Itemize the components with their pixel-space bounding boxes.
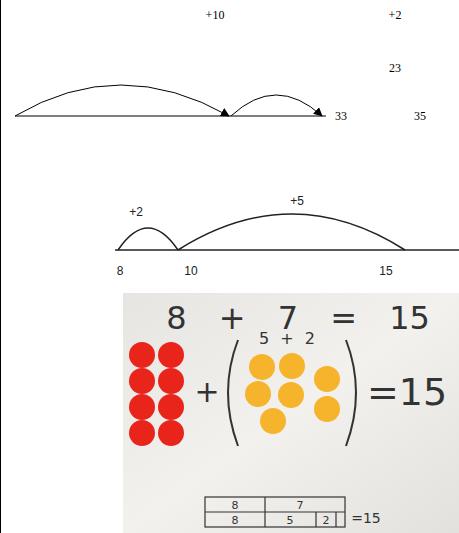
number-line [115,249,459,251]
table-cell: 2 [323,515,330,526]
yellow-counters [245,353,340,434]
table-cell: 5 [287,515,294,526]
number-line [15,116,326,117]
bracket [228,340,238,446]
plus-sign: + [194,377,219,407]
number-label: 35 [414,110,426,122]
jump-arc [15,85,229,116]
page-edge [0,0,1,533]
whiteboard-photo [123,293,459,533]
jump-label: +2 [129,206,143,218]
number-label: 33 [335,110,347,122]
jump-arc [118,228,178,250]
equals-result: =15 [351,511,381,525]
table-cell: 8 [232,515,239,526]
table-cell: 7 [297,500,304,511]
jump-label: +5 [290,195,304,207]
bracket [346,340,356,446]
equation: 8 + 7 = 15 [166,302,430,334]
split-note: 5 + 2 [259,331,315,347]
tick-label: 8 [117,265,124,277]
jump-arc [231,95,322,116]
number-label: 23 [389,62,401,74]
tick-label: 10 [184,265,197,277]
tick-label: 15 [379,265,392,277]
jump-label: +10 [206,9,225,21]
jump-label: +2 [389,9,402,21]
red-counters [129,342,184,446]
table-cell: 8 [232,500,239,511]
equals-result: =15 [367,373,447,411]
part-whole-table [205,497,345,527]
jump-arc [178,214,405,250]
